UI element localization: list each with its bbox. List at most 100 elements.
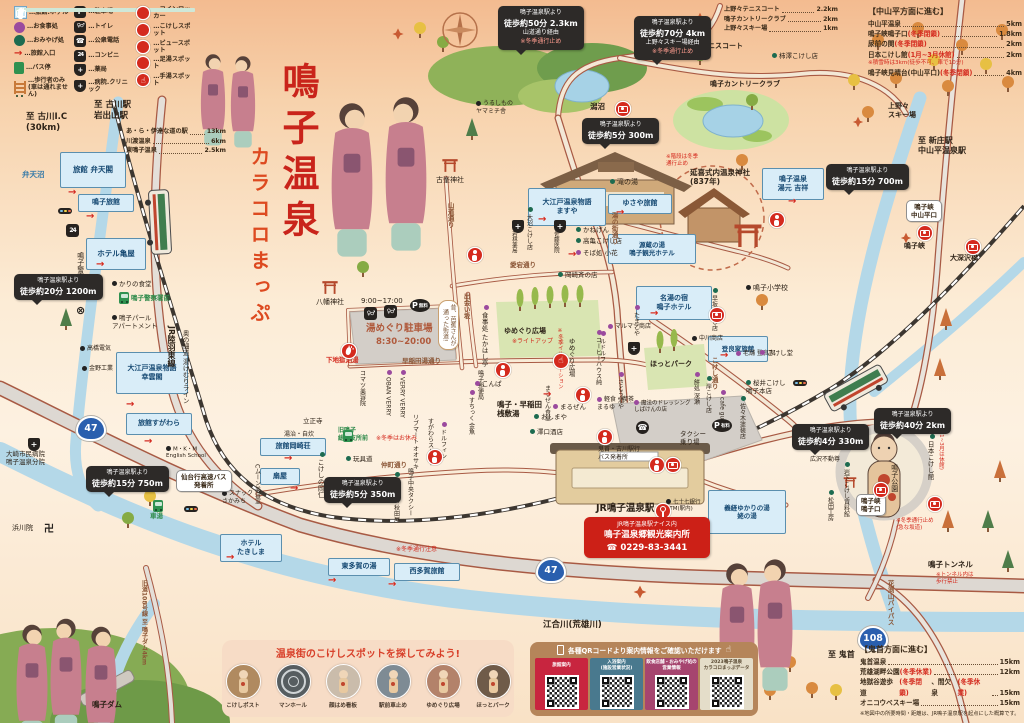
label-text: こけしの岡仁 — [316, 459, 325, 498]
building: 大江戸温泉物語 幸雲閣 — [116, 352, 188, 394]
label-text: VERRY VERRY — [398, 377, 406, 418]
legend-item-label: …ビュースポット — [153, 39, 191, 54]
hospital-icon: + — [28, 438, 40, 451]
label-text: 澤口酒店 — [537, 428, 563, 436]
map-title: 鳴子温泉 — [276, 62, 320, 246]
police-station-icon: ⊗ — [76, 304, 86, 317]
kokeshi-spot-label: 駅前車止め — [379, 703, 407, 709]
map-label: 八幡神社 — [316, 298, 344, 307]
building: 鳴子温泉 湯元 吉祥 — [762, 168, 824, 200]
destination-name: 鳴子峡鳴子口 — [868, 30, 908, 39]
map-label: 大深沢橋 — [950, 254, 978, 263]
label-text: ※冬季はお休み — [376, 435, 418, 442]
label-text: 軽食・喫茶 まるゆ — [597, 396, 635, 411]
legend-item: …ビュースポット — [137, 40, 196, 54]
destination-name: 鳴子カントリークラブ — [724, 15, 786, 23]
walk-time-line: 徒歩約5分 300m — [588, 130, 654, 140]
kokeshi-body — [388, 678, 398, 693]
label-text: 高橋電気 — [87, 345, 112, 352]
label-text: (1~3月は休館) — [937, 432, 944, 470]
souvenir-dot — [346, 456, 351, 461]
map-label: 澤口酒店 — [530, 428, 563, 436]
walk-time-line: 鳴子温泉駅より — [37, 277, 80, 284]
distance-value: 6km — [211, 137, 226, 145]
view-spot-icon — [918, 226, 932, 240]
legend-item: +…病院.クリニック — [74, 79, 133, 93]
label-text: 9:00~17:00 — [361, 297, 403, 305]
entrance-arrow-icon: → — [126, 399, 135, 410]
view-spot-icon — [874, 483, 888, 497]
souvenir-icon — [14, 35, 25, 46]
view-icon — [137, 40, 150, 53]
map-label: こけしの岡仁 — [316, 452, 325, 498]
label-text: そば処 小花 — [583, 249, 618, 257]
legend-item: ♀♂…トイレ — [74, 20, 133, 33]
label-text: 老舗 登良家 — [743, 350, 775, 357]
map-label: 至 鬼首 — [828, 650, 855, 660]
label-text: こけし堂 — [767, 349, 793, 357]
restaurant-dot — [553, 404, 558, 409]
map-label: VERRY VERRY — [398, 370, 406, 418]
souvenir-dot — [844, 462, 850, 467]
restaurant-dot — [469, 390, 475, 395]
label-text: 車湯 — [150, 512, 163, 520]
label-text: 鳴子中央タクシー — [406, 468, 414, 516]
map-label: (1~3月は休館) — [937, 432, 944, 470]
walk-time-line: 徒歩約50分 2.3km — [504, 18, 578, 28]
label-text: かりの食堂 — [119, 280, 152, 288]
kokeshi-body — [338, 678, 348, 693]
kokeshi-head — [388, 670, 398, 679]
label-text: コマツ美容院 — [358, 370, 366, 406]
kokeshi-spot-photo — [475, 664, 511, 699]
distance-row: 鳴子峡見晴台(中山平口)(冬季閉鎖)4km — [868, 68, 1022, 78]
kokeshi-spot-label: ほっとパーク — [476, 703, 510, 709]
bus-icon — [14, 62, 24, 74]
qr-corner — [711, 700, 719, 707]
label-text: 七十七銀行 ATM(駅内) — [666, 499, 701, 513]
label-text: 岸こけし店 — [704, 383, 712, 413]
building: 旅館すがわら — [126, 413, 192, 435]
label-text: 岡崎斉の店 — [565, 271, 598, 279]
map-label: 弁天沼 — [22, 170, 45, 179]
season-note: (冬季閉鎖) — [907, 30, 940, 39]
map-label: 鳴子警察署前 — [131, 294, 170, 302]
qr-panel-header: 各種QRコードより案内情報をご確認いただけます ☝ — [530, 642, 758, 658]
qr-code — [599, 675, 634, 709]
label-text: 鳴子警察署 — [76, 252, 85, 287]
label-text: 金野工業 — [89, 365, 114, 372]
label-text: 鳴子トンネル — [928, 560, 973, 569]
map-label: 金野工業 — [82, 365, 113, 373]
label-text: コーヒーハウス純 — [594, 337, 602, 385]
temple-icon: 卍 — [44, 524, 54, 535]
label-text: ほっとパーク — [650, 360, 692, 368]
legend-item-label: …コンビニ — [88, 51, 120, 59]
map-label: さとう酒や — [616, 372, 624, 409]
map-label: ゆめぐり広場 — [504, 327, 546, 336]
walk-time-line: 鳴子温泉駅より — [341, 480, 384, 487]
legend-item-label: …歩行者のみ (車は通れません) — [28, 76, 68, 98]
walk-time-box: 鳴子温泉駅より徒歩約20分 1200m — [14, 274, 103, 306]
distance-value: 2km — [1006, 50, 1022, 59]
label-text: 愛宕通り — [510, 261, 536, 269]
convenience-store-icon: 24 — [66, 224, 79, 237]
legend-item: 24…コンビニ — [74, 49, 133, 62]
tourist-info-box: JR鳴子温泉駅ナイス内 鳴子温泉郷観光案内所 ☎ 0229-83-3441 — [584, 517, 710, 558]
map-label: 岩下こけし資料館 — [842, 462, 850, 517]
map-label: 鳴子ダム — [92, 700, 122, 709]
map-label: 高亀こけし店 — [576, 237, 622, 245]
destination-name: オニコウベスキー場 — [860, 698, 920, 707]
label-text: うるしもの ヤマミチ舎 — [476, 100, 514, 115]
view-spot-icon — [666, 458, 680, 472]
directions-box-title: 【中山平方面に進む】 — [868, 7, 948, 16]
label-text: 延喜式内温泉神社 (837年) — [690, 168, 750, 187]
map-disclaimer: ※地図中の所要時間・距離は、JR鳴子温泉駅を起点にした概算です。 — [860, 711, 1020, 718]
qr-cell-label: 2023鳴子温泉 カラコロまっぷデータ — [703, 659, 750, 671]
poi-dot — [692, 335, 697, 341]
label-text: 若林薬局 — [510, 231, 517, 253]
